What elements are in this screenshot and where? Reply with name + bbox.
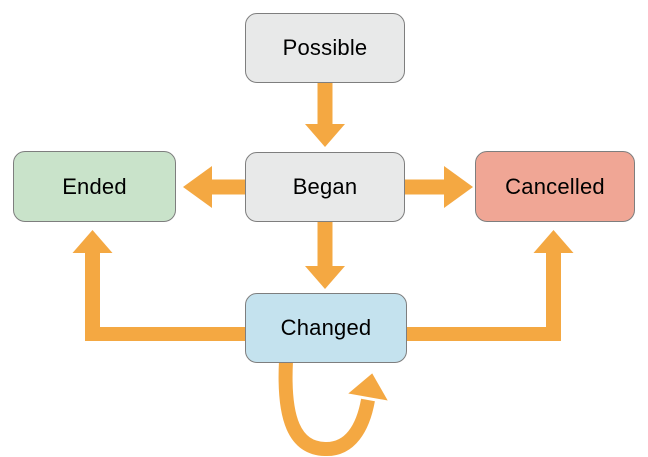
node-cancelled-label: Cancelled <box>505 173 605 199</box>
node-changed-label: Changed <box>280 315 372 340</box>
node-began-label: Began <box>292 174 358 199</box>
node-cancelled: Cancelled <box>475 151 635 222</box>
node-ended: Ended <box>13 151 176 222</box>
node-possible: Possible <box>245 13 405 83</box>
node-changed: Changed <box>245 293 407 363</box>
arrow-changed-to-cancelled <box>404 230 574 341</box>
arrow-began-to-cancelled <box>404 166 473 208</box>
arrow-changed-to-ended <box>72 230 247 341</box>
arrow-began-to-ended <box>183 166 247 208</box>
arrow-possible-to-began <box>305 80 345 147</box>
arrow-began-to-changed <box>305 221 345 289</box>
node-began: Began <box>245 152 405 222</box>
node-ended-label: Ended <box>62 173 127 199</box>
arrow-changed-self-loop <box>278 360 388 456</box>
node-possible-label: Possible <box>282 35 368 60</box>
